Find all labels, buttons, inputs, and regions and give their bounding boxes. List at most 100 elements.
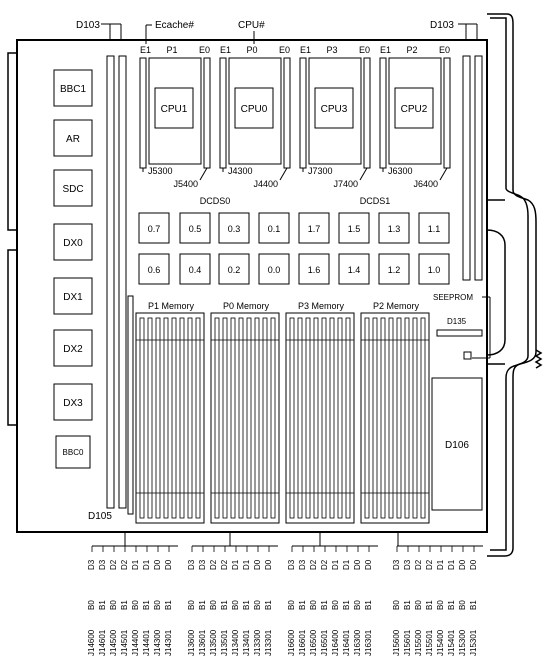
dimm-slot (420, 317, 426, 519)
dcds-chip-1-7-label: 1.7 (308, 224, 321, 234)
dimm-j-label: J14400 (131, 629, 140, 656)
chip-ar-label: AR (66, 134, 80, 145)
bbc0-chip (55, 435, 91, 469)
cpu-slot-label: P0 (246, 45, 257, 55)
dcds-chip-0-2-label: 0.2 (228, 265, 241, 275)
cpu-connector-bottom-label: J5400 (173, 179, 198, 189)
dcds-chip-1-2-label: 1.2 (388, 265, 401, 275)
dimm-slot (337, 317, 343, 519)
dcds-chip-1-1-label: 1.1 (428, 224, 441, 234)
dcds-chip-1-7 (298, 212, 330, 244)
dimm-labels: D3B0J14600D3B1J14601D2B0J14500D2B1J14501… (87, 532, 483, 656)
cpu-module-outline (228, 57, 282, 165)
dimm-b-label: B0 (209, 600, 218, 610)
dimm-b-label: B1 (198, 600, 207, 610)
d106-label: D106 (445, 440, 469, 451)
cpu-module-outline (148, 57, 202, 165)
memory-bank-p2-memory: P2 Memory (360, 301, 430, 524)
d106-block (431, 377, 483, 511)
dimm-d-label: D1 (447, 559, 456, 570)
cpu-e1-label: E1 (140, 45, 151, 55)
dimm-j-label: J13300 (253, 629, 262, 656)
dimm-label-group: D3B0J13600D3B1J13601D2B0J13500D2B1J13501… (187, 532, 278, 656)
dcds-chip-0-5 (179, 212, 211, 244)
dimm-slot (297, 317, 303, 519)
chip-sdc (53, 169, 93, 207)
dimm-d-label: D0 (364, 559, 373, 570)
dimm-slot (412, 317, 418, 519)
dimm-j-label: J13600 (187, 629, 196, 656)
dimm-d-label: D1 (342, 559, 351, 570)
memory-bank-p1-memory: P1 Memory (135, 301, 205, 524)
dimm-slot (254, 317, 260, 519)
dimm-slot (230, 317, 236, 519)
dimm-slot (289, 317, 295, 519)
dcds-chip-0-0 (258, 253, 290, 285)
dimm-d-label: D1 (142, 559, 151, 570)
dcds-chip-0-4 (179, 253, 211, 285)
chip-dx3-label: DX3 (63, 398, 83, 409)
dimm-j-label: J13301 (264, 629, 273, 656)
dimm-slot (380, 317, 386, 519)
chip-bbc1 (53, 69, 93, 107)
d103-right-label: D103 (430, 20, 454, 31)
dimm-d-label: D3 (198, 559, 207, 570)
d105-label: D105 (88, 511, 112, 522)
seeprom-label: SEEPROM (433, 293, 473, 302)
ecache-connector-e0 (283, 57, 291, 169)
dimm-j-label: J16400 (331, 629, 340, 656)
dcds-chip-1-4-label: 1.4 (348, 265, 361, 275)
cpu-hash-label: CPU# (238, 20, 265, 31)
cpu-e1-label: E1 (380, 45, 391, 55)
dcds-chip-0-1-label: 0.1 (268, 224, 281, 234)
cpu-chip (154, 87, 194, 129)
dimm-d-label: D2 (320, 559, 329, 570)
ecache-connector-e1 (379, 57, 387, 169)
dimm-slot (214, 317, 220, 519)
chip-dx3 (53, 383, 93, 421)
dimm-d-label: D0 (353, 559, 362, 570)
dimm-j-label: J15501 (425, 629, 434, 656)
bbc0-label: BBC0 (63, 448, 84, 457)
dimm-slot (313, 317, 319, 519)
cpu-module-outline (308, 57, 362, 165)
dimm-j-label: J14401 (142, 629, 151, 656)
dimm-d-label: D2 (425, 559, 434, 570)
dcds-chip-0-1 (258, 212, 290, 244)
cpu-slot-label: P2 (406, 45, 417, 55)
dimm-b-label: B1 (447, 600, 456, 610)
dimm-j-label: J15600 (392, 629, 401, 656)
dcds-chip-0-7-label: 0.7 (148, 224, 161, 234)
dcds-chip-1-0 (418, 253, 450, 285)
dcds-chip-0-4-label: 0.4 (189, 265, 202, 275)
cpu-e0-label: E0 (439, 45, 450, 55)
cpu-chip-label: CPU0 (241, 104, 268, 115)
memory-side-rail (127, 295, 134, 515)
cpu-slot-label: P3 (326, 45, 337, 55)
dimm-label-group: D3B0J14600D3B1J14601D2B0J14500D2B1J14501… (87, 532, 178, 656)
ecache-connector-e0 (443, 57, 451, 169)
dimm-b-label: B0 (253, 600, 262, 610)
chip-dx0 (53, 223, 93, 261)
dcds-chip-0-3-label: 0.3 (228, 224, 241, 234)
cpu-connector-top-label: J5300 (148, 166, 173, 176)
cpu-connector-top-label: J4300 (228, 166, 253, 176)
dimm-j-label: J16401 (342, 629, 351, 656)
cpu-e0-label: E0 (359, 45, 370, 55)
ecache-connector-e0 (363, 57, 371, 169)
dimm-j-label: J15300 (458, 629, 467, 656)
dimm-d-label: D3 (187, 559, 196, 570)
d135-label: D135 (447, 317, 467, 326)
dimm-slot (163, 317, 169, 519)
cpu-connector-bottom-label: J7400 (333, 179, 358, 189)
dimm-b-label: B0 (131, 600, 140, 610)
dimm-slot (246, 317, 252, 519)
memory-bank-p3-memory: P3 Memory (285, 301, 355, 524)
memory-bank-label: P3 Memory (298, 301, 345, 311)
dcds-chip-1-6-label: 1.6 (308, 265, 321, 275)
dimm-b-label: B0 (287, 600, 296, 610)
dimm-slot (155, 317, 161, 519)
dimm-slot (270, 317, 276, 519)
